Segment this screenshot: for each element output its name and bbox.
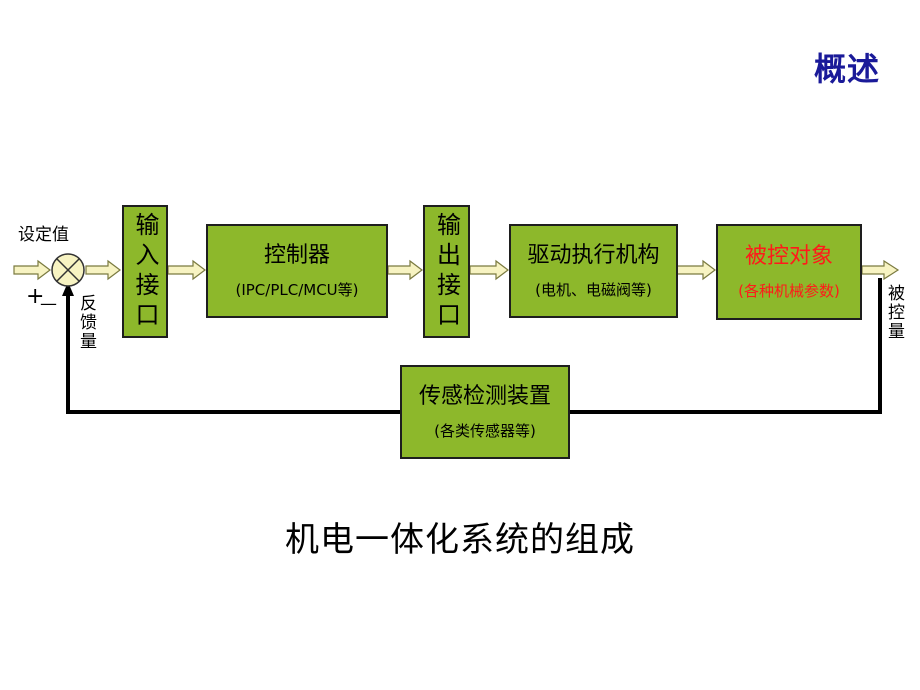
actuator-block: 驱动执行机构 (电机、电磁阀等) (509, 224, 678, 318)
plus-sign: + (26, 284, 45, 309)
sensor-block: 传感检测装置 (各类传感器等) (400, 365, 570, 459)
actuator-title: 驱动执行机构 (527, 243, 660, 268)
feedback-return-line (66, 290, 400, 414)
input-to-controller-arrow (167, 259, 206, 281)
sensor-subtitle: (各类传感器等) (434, 422, 536, 440)
output-interface-title: 输出接口 (432, 211, 461, 332)
setpoint-arrow (13, 259, 51, 281)
plant-title: 被控对象 (744, 244, 833, 269)
feedback-label: 反馈量 (76, 294, 96, 351)
input-interface-block: 输入接口 (122, 205, 168, 338)
controlled-output-label: 被控量 (884, 284, 904, 341)
controller-block: 控制器 (IPC/PLC/MCU等) (206, 224, 388, 318)
controller-title: 控制器 (263, 243, 330, 268)
controller-to-output-arrow (387, 259, 423, 281)
plant-subtitle: (各种机械参数) (738, 282, 840, 300)
minus-sign: — (40, 294, 57, 314)
page-heading: 概述 (813, 50, 880, 88)
output-to-actuator-arrow (469, 259, 509, 281)
actuator-to-plant-arrow (675, 259, 716, 281)
feedback-line (570, 278, 882, 414)
plant-output-arrow (861, 259, 900, 281)
actuator-subtitle: (电机、电磁阀等) (535, 281, 652, 299)
feedback-arrowhead (62, 282, 74, 296)
diagram-caption: 机电一体化系统的组成 (285, 520, 635, 560)
controller-subtitle: (IPC/PLC/MCU等) (235, 281, 359, 299)
summing-junction (51, 253, 85, 287)
sensor-title: 传感检测装置 (418, 384, 551, 409)
summing-to-input-arrow (85, 259, 121, 281)
plant-block: 被控对象 (各种机械参数) (716, 224, 862, 320)
setpoint-label: 设定值 (18, 225, 69, 245)
output-interface-block: 输出接口 (423, 205, 470, 338)
input-interface-title: 输入接口 (131, 211, 159, 332)
